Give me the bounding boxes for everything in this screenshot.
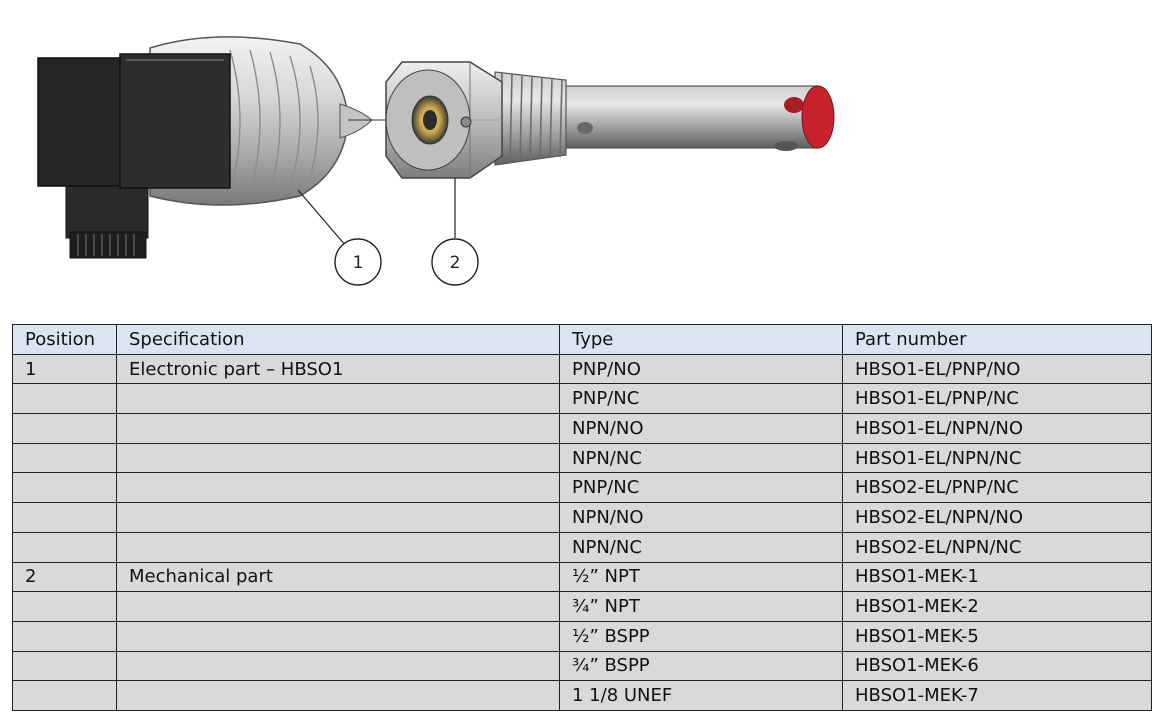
cell-part-number: HBSO2-EL/PNP/NC [842, 472, 1152, 504]
cell-specification [116, 620, 560, 652]
cell-position [12, 383, 117, 415]
cell-part-number: HBSO1-MEK-1 [842, 561, 1152, 593]
cell-specification [116, 591, 560, 622]
cell-type: ¾” BSPP [559, 650, 843, 682]
cell-part-number: HBSO1-EL/NPN/NO [842, 413, 1152, 444]
cell-part-number: HBSO1-MEK-7 [842, 680, 1152, 711]
cell-position: 2 [12, 561, 117, 593]
grub-screw [460, 116, 472, 128]
cell-part-number: HBSO1-MEK-2 [842, 591, 1152, 622]
probe-rod [559, 85, 819, 149]
mechanical-part-drawing [385, 61, 835, 179]
cell-type: ¾” NPT [559, 591, 843, 622]
cell-position [12, 442, 117, 474]
cell-specification [116, 502, 560, 533]
cell-specification [116, 383, 560, 415]
cell-position [12, 531, 117, 563]
table-row: ½” BSPP HBSO1-MEK-5 [12, 620, 1152, 652]
cell-position [12, 591, 117, 622]
cell-specification [116, 531, 560, 563]
table-row: 2 Mechanical part ½” NPT HBSO1-MEK-1 [12, 561, 1152, 593]
table-row: NPN/NC HBSO1-EL/NPN/NC [12, 442, 1152, 474]
body-ridges [229, 49, 319, 195]
table-row: ¾” BSPP HBSO1-MEK-6 [12, 650, 1152, 682]
cell-part-number: HBSO1-MEK-5 [842, 620, 1152, 652]
table-header-row: Position Specification Type Part number [12, 324, 1152, 355]
table-row: NPN/NO HBSO1-EL/NPN/NO [12, 413, 1152, 444]
cell-type: NPN/NO [559, 502, 843, 533]
cell-type: ½” NPT [559, 561, 843, 593]
spare-parts-table: Position Specification Type Part number … [12, 324, 1152, 711]
sensor-nose [339, 103, 373, 139]
cell-position [12, 413, 117, 444]
table-row: PNP/NC HBSO2-EL/PNP/NC [12, 472, 1152, 504]
cell-type: NPN/NC [559, 442, 843, 474]
probe-pin-hole [577, 122, 593, 134]
header-position: Position [12, 324, 117, 355]
table-row: NPN/NO HBSO2-EL/NPN/NO [12, 502, 1152, 533]
cell-position: 1 [12, 353, 117, 385]
connector-face [119, 53, 231, 189]
cell-position [12, 650, 117, 682]
cell-specification: Electronic part – HBSO1 [116, 353, 560, 385]
electronic-part-drawing [37, 36, 373, 259]
cell-part-number: HBSO2-EL/NPN/NC [842, 531, 1152, 563]
table-row: 1 Electronic part – HBSO1 PNP/NO HBSO1-E… [12, 353, 1152, 385]
cell-specification [116, 650, 560, 682]
cell-part-number: HBSO2-EL/NPN/NO [842, 502, 1152, 533]
cell-type: NPN/NO [559, 413, 843, 444]
cell-position [12, 620, 117, 652]
cell-part-number: HBSO1-EL/PNP/NO [842, 353, 1152, 385]
table-row: PNP/NC HBSO1-EL/PNP/NC [12, 383, 1152, 415]
cell-specification [116, 442, 560, 474]
cell-type: ½” BSPP [559, 620, 843, 652]
cell-type: NPN/NC [559, 531, 843, 563]
cell-part-number: HBSO1-EL/PNP/NC [842, 383, 1152, 415]
table-row: ¾” NPT HBSO1-MEK-2 [12, 591, 1152, 622]
callout-1-label: 1 [353, 253, 364, 273]
callout-1: 1 [297, 189, 382, 286]
header-part-number: Part number [842, 324, 1152, 355]
cell-type: PNP/NC [559, 472, 843, 504]
header-type: Type [559, 324, 843, 355]
probe-hole-top [784, 97, 804, 113]
table-row: NPN/NC HBSO2-EL/NPN/NC [12, 531, 1152, 563]
cell-type: PNP/NO [559, 353, 843, 385]
probe-hole-bottom [774, 141, 798, 151]
cell-type: 1 1/8 UNEF [559, 680, 843, 711]
cell-specification [116, 413, 560, 444]
cell-part-number: HBSO1-MEK-6 [842, 650, 1152, 682]
cell-type: PNP/NC [559, 383, 843, 415]
cell-specification [116, 472, 560, 504]
probe-tip [801, 85, 835, 149]
cable-gland [65, 185, 149, 259]
cell-position [12, 472, 117, 504]
header-specification: Specification [116, 324, 560, 355]
cell-part-number: HBSO1-EL/NPN/NC [842, 442, 1152, 474]
product-illustration: 1 2 [37, 36, 835, 286]
cell-specification: Mechanical part [116, 561, 560, 593]
cell-position [12, 680, 117, 711]
callout-2: 2 [431, 178, 479, 286]
cell-position [12, 502, 117, 533]
table-row: 1 1/8 UNEF HBSO1-MEK-7 [12, 680, 1152, 711]
cell-specification [116, 680, 560, 711]
callout-2-label: 2 [450, 253, 461, 273]
